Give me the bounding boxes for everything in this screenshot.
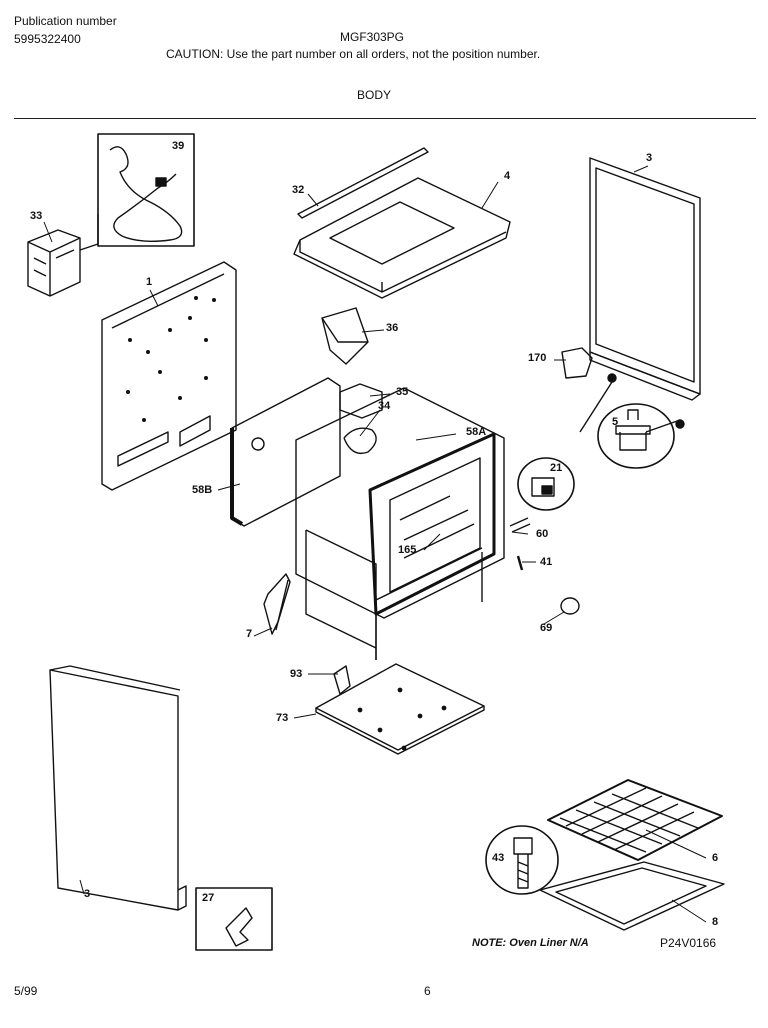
model-number: MGF303PG [340, 30, 405, 44]
side-panel-right-part [589, 157, 701, 401]
callout-35: 35 [396, 386, 409, 398]
callout-58B: 58B [192, 484, 213, 496]
section-title: BODY [357, 88, 392, 102]
callout-5: 5 [612, 416, 619, 428]
callout-3-top: 3 [646, 152, 653, 164]
oven-liner-note: NOTE: Oven Liner N/A [472, 937, 589, 949]
side-panel-left-part [49, 665, 187, 911]
igniter-inset [517, 457, 575, 511]
callout-7: 7 [246, 628, 253, 640]
callout-165: 165 [398, 544, 417, 556]
oven-rack-part [539, 779, 725, 931]
oven-body-part [295, 387, 505, 660]
header-divider [14, 118, 756, 119]
back-panel-part [101, 261, 237, 491]
callout-39: 39 [172, 140, 185, 152]
callout-33: 33 [30, 210, 43, 222]
clip-inset [195, 887, 273, 951]
top-frame-part [293, 147, 511, 299]
callout-73: 73 [276, 712, 289, 724]
power-cord-inset [97, 133, 195, 247]
bottom-panel-part [315, 663, 485, 755]
page-number: 6 [424, 984, 431, 998]
small-parts [509, 517, 580, 615]
footer-date: 5/99 [14, 984, 38, 998]
callout-4: 4 [504, 170, 511, 182]
callout-21: 21 [550, 462, 563, 474]
vent-duct-part [321, 307, 383, 455]
bracket-part [263, 573, 291, 635]
callout-27: 27 [202, 892, 215, 904]
side-insulation-part [230, 377, 341, 527]
callout-36: 36 [386, 322, 399, 334]
callout-41: 41 [540, 556, 553, 568]
callout-69: 69 [540, 622, 553, 634]
callout-34: 34 [378, 400, 391, 412]
callout-3-bottom: 3 [84, 888, 91, 900]
caution-note: CAUTION: Use the part number on all orde… [166, 47, 541, 61]
callout-170: 170 [528, 352, 547, 364]
burner-valve-part [561, 347, 685, 469]
callout-43: 43 [492, 852, 505, 864]
callout-6: 6 [712, 852, 719, 864]
callout-58A: 58A [466, 426, 487, 438]
publication-number: 5995322400 [14, 32, 81, 46]
callout-1: 1 [146, 276, 153, 288]
publication-label: Publication number [14, 14, 117, 28]
callout-32: 32 [292, 184, 305, 196]
callout-60: 60 [536, 528, 549, 540]
callout-93: 93 [290, 668, 303, 680]
screw-inset [485, 825, 559, 895]
drawing-code: P24V0166 [660, 936, 717, 950]
callout-8: 8 [712, 916, 719, 928]
junction-box-part [27, 214, 99, 297]
leader-lines [43, 165, 707, 923]
